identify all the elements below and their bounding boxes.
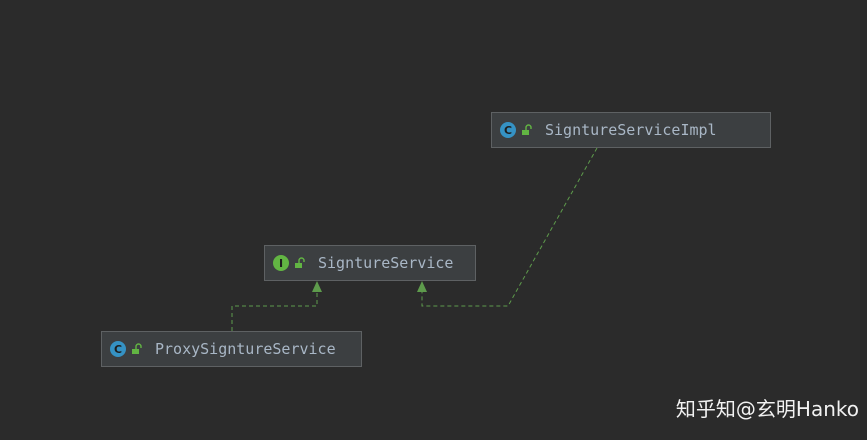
class-node-proxy-signture-service[interactable]: C ProxySigntureService	[101, 331, 362, 367]
public-unlock-icon	[522, 124, 532, 135]
class-node-signture-service-impl[interactable]: C SigntureServiceImpl	[491, 112, 771, 148]
public-unlock-icon	[132, 343, 142, 354]
interface-icon: I	[273, 255, 289, 271]
class-name-label: SigntureServiceImpl	[545, 121, 717, 139]
edge-impl-to-interface	[421, 147, 598, 307]
class-name-label: ProxySigntureService	[155, 340, 336, 358]
interface-name-label: SigntureService	[318, 254, 454, 272]
interface-node-signture-service[interactable]: I SigntureService	[264, 245, 476, 281]
edge-proxy-to-interface	[231, 292, 318, 331]
class-icon: C	[500, 122, 516, 138]
class-icon: C	[110, 341, 126, 357]
public-unlock-icon	[295, 257, 305, 268]
arrowhead-impl-to-interface	[417, 281, 427, 292]
arrowhead-proxy-to-interface	[312, 281, 322, 292]
watermark-text: 知乎知@玄明Hanko	[675, 397, 859, 421]
